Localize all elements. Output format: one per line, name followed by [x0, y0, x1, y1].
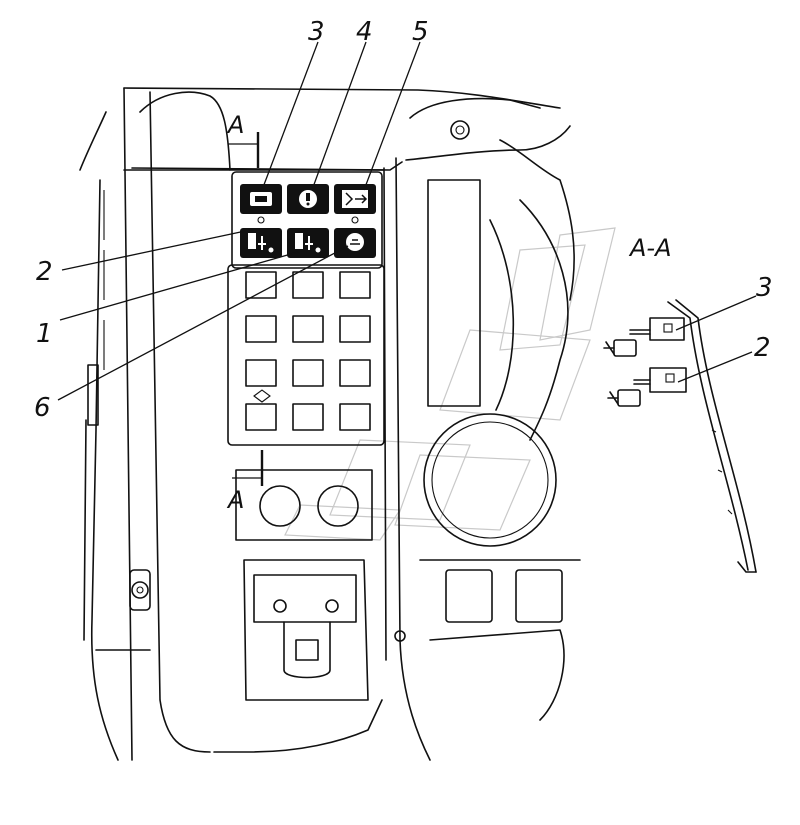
round-knob-left[interactable] — [259, 485, 301, 527]
engine-icon — [250, 192, 272, 206]
section-view-a-a: A-A — [603, 234, 757, 573]
switch-block — [231, 171, 383, 269]
callout-2: 2 — [36, 257, 53, 287]
blank-switch-grid — [227, 264, 385, 446]
right-button-1[interactable] — [445, 569, 493, 623]
section-marker-top: A — [226, 111, 244, 139]
callout-detail-2: 2 — [754, 333, 771, 363]
right-button-2[interactable] — [515, 569, 563, 623]
leader-2 — [61, 229, 251, 271]
leader-detail-2 — [677, 351, 753, 383]
round-knob-right[interactable] — [317, 485, 359, 527]
right-panel — [394, 97, 581, 721]
callout-3: 3 — [308, 17, 325, 47]
lower-console — [235, 469, 373, 701]
callout-1: 1 — [36, 319, 53, 349]
light-beam-icon — [342, 190, 368, 208]
brake-icon — [299, 190, 317, 208]
switch-icon — [248, 233, 274, 253]
callout-4: 4 — [356, 17, 373, 47]
section-view-title: A-A — [628, 234, 672, 262]
leader-1 — [59, 251, 299, 321]
leader-3 — [261, 41, 319, 191]
slot-vent — [427, 179, 481, 407]
watermark — [284, 227, 616, 541]
leader-lines — [57, 41, 757, 401]
left-column — [79, 87, 231, 761]
leader-5 — [363, 41, 421, 191]
section-cut-marks: A A — [226, 111, 264, 514]
leader-6 — [57, 245, 349, 401]
round-vent[interactable] — [423, 413, 557, 547]
leader-4 — [311, 41, 367, 191]
callout-6: 6 — [34, 393, 51, 423]
callout-detail-3: 3 — [756, 273, 773, 303]
lamp-icon — [346, 233, 364, 251]
console-frame — [123, 87, 561, 761]
switch-icon — [295, 233, 321, 253]
section-marker-bottom: A — [226, 486, 244, 514]
callouts: 3 4 5 2 1 6 3 2 — [34, 17, 773, 423]
callout-5: 5 — [412, 17, 429, 47]
leader-detail-3 — [675, 295, 757, 331]
